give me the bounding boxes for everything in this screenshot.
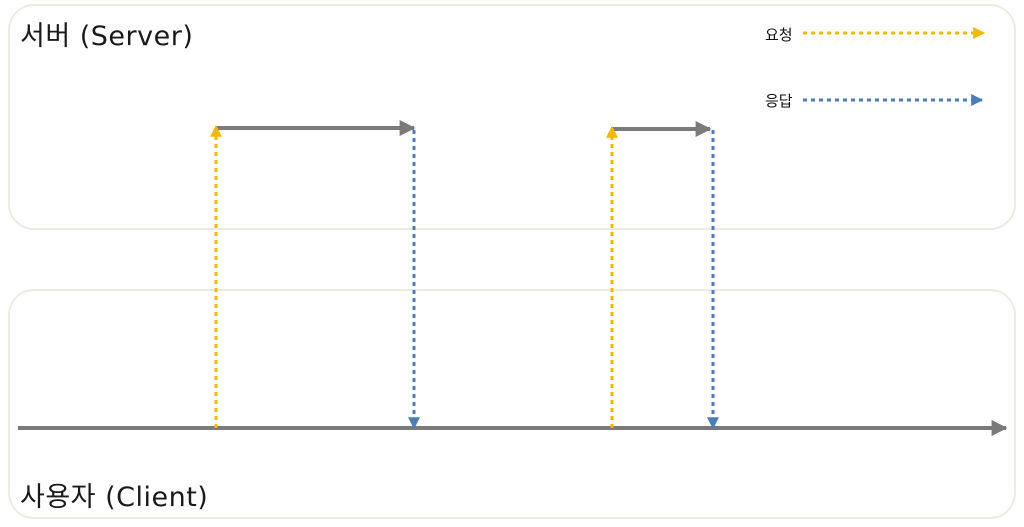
client-lane-title: 사용자 (Client) [20, 482, 209, 513]
legend-request-label: 요청 [765, 26, 793, 44]
legend-response-label: 응답 [765, 92, 793, 110]
server-lane [8, 4, 1016, 230]
client-lane [8, 289, 1016, 519]
server-lane-title: 서버 (Server) [20, 21, 194, 52]
